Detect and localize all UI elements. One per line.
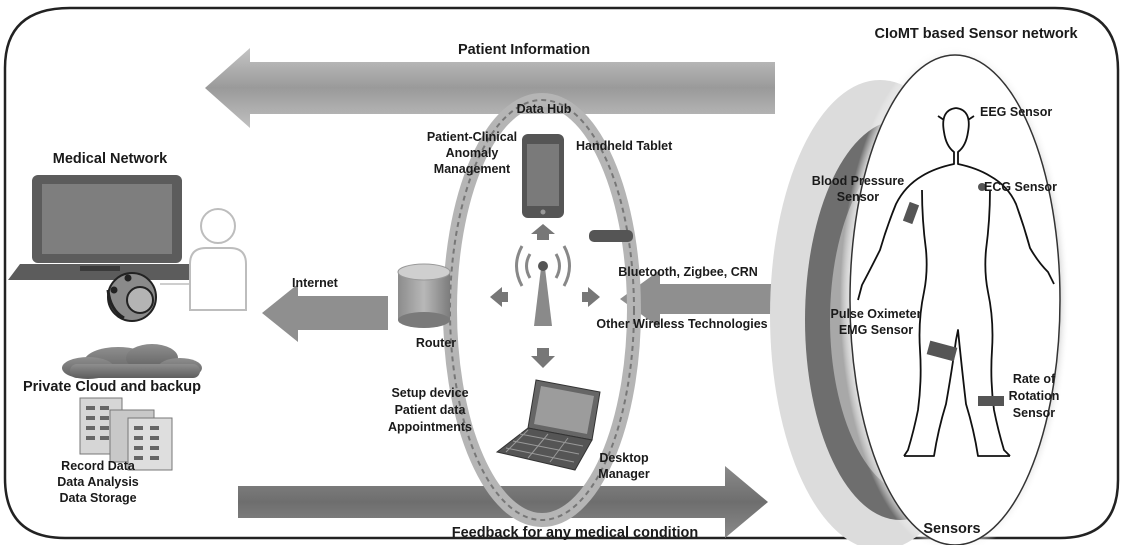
human-body-icon — [857, 107, 1055, 457]
patient-information-label: Patient Information — [458, 42, 590, 58]
sensors-footer-label: Sensors — [923, 521, 980, 537]
data-hub-label: Data Hub — [517, 102, 572, 116]
rotation-line-3: Sensor — [1013, 406, 1056, 420]
usb-stick-icon — [589, 230, 633, 242]
rotation-sensor-band-icon — [978, 396, 1004, 406]
anomaly-line-3: Management — [434, 162, 511, 176]
feedback-label: Feedback for any medical condition — [452, 525, 699, 541]
cloud-icon — [62, 344, 202, 379]
wireless-line-1: Bluetooth, Zigbee, CRN — [618, 265, 758, 279]
diagram-title: CIoMT based Sensor network — [874, 26, 1078, 42]
desktop-laptop-icon — [495, 379, 601, 471]
ecg-sensor-dot-icon — [978, 183, 986, 191]
private-cloud-group: Private Cloud and backup Record Data Dat… — [23, 344, 202, 505]
medical-network-label: Medical Network — [53, 151, 168, 167]
internet-arrow: Internet — [262, 276, 388, 342]
private-cloud-label: Private Cloud and backup — [23, 379, 201, 395]
router-icon — [397, 263, 451, 328]
pulse-oximeter-band-icon — [926, 340, 958, 362]
sensor-shell — [770, 45, 1070, 545]
anomaly-line-2: Anomaly — [446, 146, 499, 160]
wireless-line-2: Other Wireless Technologies — [596, 317, 767, 331]
emg-sensor-label: EMG Sensor — [839, 323, 913, 337]
ecg-sensor-label: ECG Sensor — [984, 180, 1057, 194]
rotation-line-1: Rate of — [1013, 372, 1056, 386]
outer-frame — [3, 6, 1120, 540]
blood-pressure-line-1: Blood Pressure — [812, 174, 904, 188]
cloud-line-analysis: Data Analysis — [57, 475, 139, 489]
router-label: Router — [416, 336, 456, 350]
blood-pressure-line-2: Sensor — [837, 190, 880, 204]
server-icon — [79, 397, 173, 471]
rotation-line-2: Rotation — [1009, 389, 1060, 403]
antenna-icon — [515, 245, 571, 326]
stethoscope-icon — [106, 272, 157, 322]
blood-pressure-cuff-icon — [902, 201, 920, 225]
eeg-sensor-label: EEG Sensor — [980, 105, 1052, 119]
medical-network-group: Medical Network — [8, 151, 247, 322]
hub-direction-arrows — [490, 224, 600, 368]
sensor-straps — [902, 183, 1004, 406]
wireless-arrow — [620, 270, 800, 328]
laptop-icon — [8, 175, 206, 280]
cloud-line-storage: Data Storage — [59, 491, 136, 505]
person-icon — [160, 208, 247, 311]
internet-label: Internet — [292, 276, 339, 290]
pulse-oximeter-label: Pulse Oximeter — [830, 307, 921, 321]
patient-information-arrow: Patient Information — [205, 42, 775, 128]
cloud-line-record: Record Data — [61, 459, 136, 473]
tablet-icon — [522, 134, 564, 218]
setup-line-3: Appointments — [388, 420, 472, 434]
desktop-line-2: Manager — [598, 467, 650, 481]
desktop-line-1: Desktop — [599, 451, 649, 465]
anomaly-line-1: Patient-Clinical — [427, 130, 517, 144]
setup-line-1: Setup device — [391, 386, 468, 400]
tablet-label: Handheld Tablet — [576, 139, 673, 153]
setup-line-2: Patient data — [395, 403, 467, 417]
